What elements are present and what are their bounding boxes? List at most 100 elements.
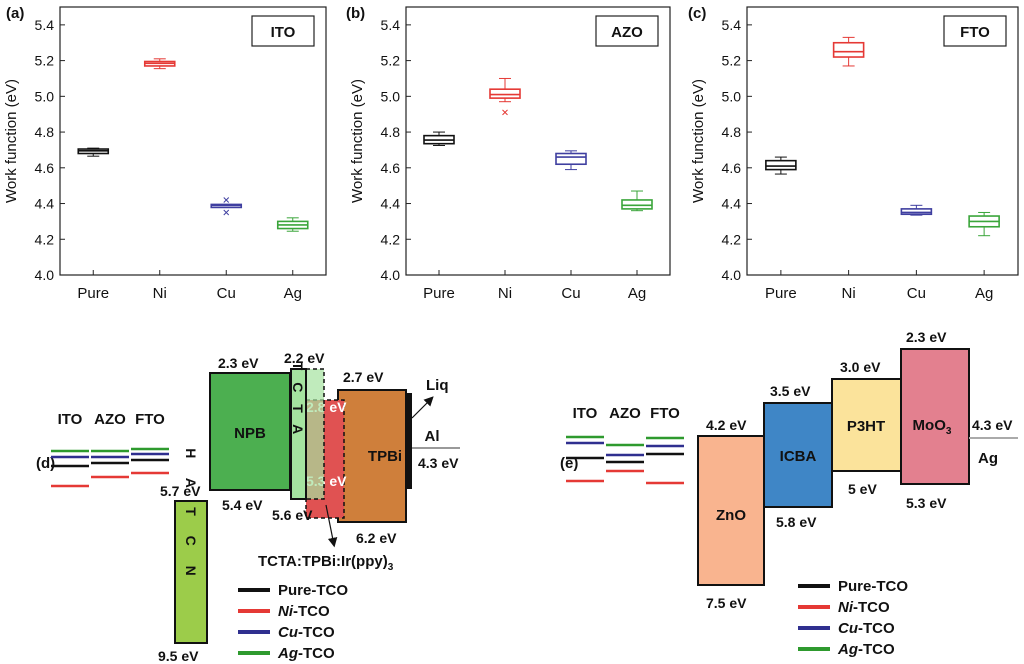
moo3-sub: 3 (946, 426, 952, 437)
tco-label: ITO (573, 405, 598, 422)
x-tick-label: Cu (217, 285, 236, 302)
p3ht-homo: 5 eV (848, 481, 877, 497)
legend-entry: Pure-TCO (838, 578, 908, 595)
box-iqr (555, 152, 587, 166)
legend-suffix: -TCO (293, 603, 330, 620)
liq-label: Liq (426, 377, 449, 394)
x-tick-label: Ag (975, 285, 993, 302)
box-ag (276, 217, 309, 232)
box-pure (77, 147, 110, 157)
npb-homo: 5.4 eV (222, 497, 263, 513)
block-moo3 (900, 348, 970, 485)
block-icba-label: ICBA (780, 448, 817, 465)
icba-homo: 5.8 eV (776, 514, 817, 530)
block-tcta-label: T C T A (290, 362, 306, 438)
y-tick-label: 4.8 (722, 124, 742, 140)
tco-label: AZO (609, 405, 641, 422)
tco-label: FTO (650, 405, 680, 422)
box-iqr (900, 208, 933, 216)
legend-suffix: -TCO (311, 582, 348, 599)
y-axis-label: Work function (eV) (349, 79, 366, 203)
y-tick-label: 5.0 (35, 88, 55, 104)
tco-label: FTO (135, 411, 165, 428)
chart-title: ITO (271, 24, 296, 41)
tpbi-lumo: 2.7 eV (343, 369, 384, 385)
panel-label-e: (e) (560, 455, 578, 472)
block-tpbi (337, 389, 407, 523)
y-tick-label: 4.4 (722, 196, 742, 212)
x-tick-label: Cu (907, 285, 926, 302)
legend-entry: Ni-TCO (278, 603, 330, 620)
box-pure (423, 131, 455, 146)
legend-prefix: Cu (838, 620, 858, 637)
legend-prefix: Pure (838, 578, 871, 595)
plot-frame (746, 6, 1019, 276)
box-ni (143, 58, 176, 70)
legend-prefix: Ni (838, 599, 854, 616)
y-axis-label: Work function (eV) (690, 79, 707, 203)
emitter-label-main: TCTA:TPBi:Ir(ppy) (258, 553, 388, 570)
y-tick-label: 5.4 (35, 17, 55, 33)
x-tick-label: Pure (765, 285, 797, 302)
outlier-mark (223, 197, 230, 203)
emitter-label: TCTA:TPBi:Ir(ppy)3 (258, 553, 394, 573)
legend-entry: Cu-TCO (838, 620, 895, 637)
x-tick-label: Ni (842, 285, 856, 302)
box-cu (900, 204, 933, 216)
y-tick-label: 5.4 (381, 17, 401, 33)
panel-label-d: (d) (36, 455, 55, 472)
x-tick-label: Pure (423, 285, 455, 302)
block-npb-label: NPB (234, 425, 266, 442)
block-tpbi-label: TPBi (368, 448, 402, 465)
chart-title: AZO (611, 24, 643, 41)
y-tick-label: 4.2 (35, 231, 55, 247)
block-hatcn-label: H A T C N (183, 448, 199, 584)
block-hatcn (174, 500, 208, 644)
al-value: 4.3 eV (418, 455, 459, 471)
panel-label: (b) (346, 5, 365, 22)
y-axis-label: Work function (eV) (3, 79, 20, 203)
box-pure (765, 156, 797, 175)
legend-entry: Pure-TCO (278, 582, 348, 599)
icba-lumo: 3.5 eV (770, 383, 811, 399)
y-tick-label: 5.0 (722, 88, 742, 104)
x-tick-label: Pure (77, 285, 109, 302)
y-tick-label: 4.2 (381, 231, 401, 247)
liq-arrow (411, 396, 434, 419)
block-moo3-label: MoO3 (913, 417, 952, 437)
block-p3ht (831, 378, 902, 472)
y-tick-label: 5.2 (722, 53, 742, 69)
moo3-lumo: 2.3 eV (906, 329, 947, 345)
x-tick-label: Ni (498, 285, 512, 302)
box-iqr (765, 159, 797, 171)
hatcn-homo: 9.5 eV (158, 648, 199, 664)
legend-entry: Ag-TCO (277, 645, 335, 662)
legend-entry: Cu-TCO (278, 624, 335, 641)
block-npb (209, 372, 291, 491)
block-tcta (290, 368, 307, 500)
title-box (251, 15, 315, 47)
box-ag (621, 190, 653, 212)
zno-lumo: 4.2 eV (706, 417, 747, 433)
emitter-label-sub: 3 (388, 562, 394, 573)
box-ni (832, 36, 865, 67)
y-tick-label: 5.0 (381, 88, 401, 104)
box-iqr (832, 41, 865, 58)
outlier-mark (502, 109, 508, 116)
tco-label: ITO (58, 411, 83, 428)
ag-label: Ag (978, 450, 998, 467)
block-zno-label: ZnO (716, 507, 746, 524)
legend-suffix: -TCO (871, 578, 908, 595)
p3ht-lumo: 3.0 eV (840, 359, 881, 375)
y-tick-label: 4.6 (35, 160, 55, 176)
legend-suffix: -TCO (298, 624, 335, 641)
y-tick-label: 4.8 (35, 124, 55, 140)
box-ni (489, 77, 521, 116)
y-tick-label: 4.0 (35, 267, 55, 283)
hatcn-lumo: 5.7 eV (160, 483, 201, 499)
